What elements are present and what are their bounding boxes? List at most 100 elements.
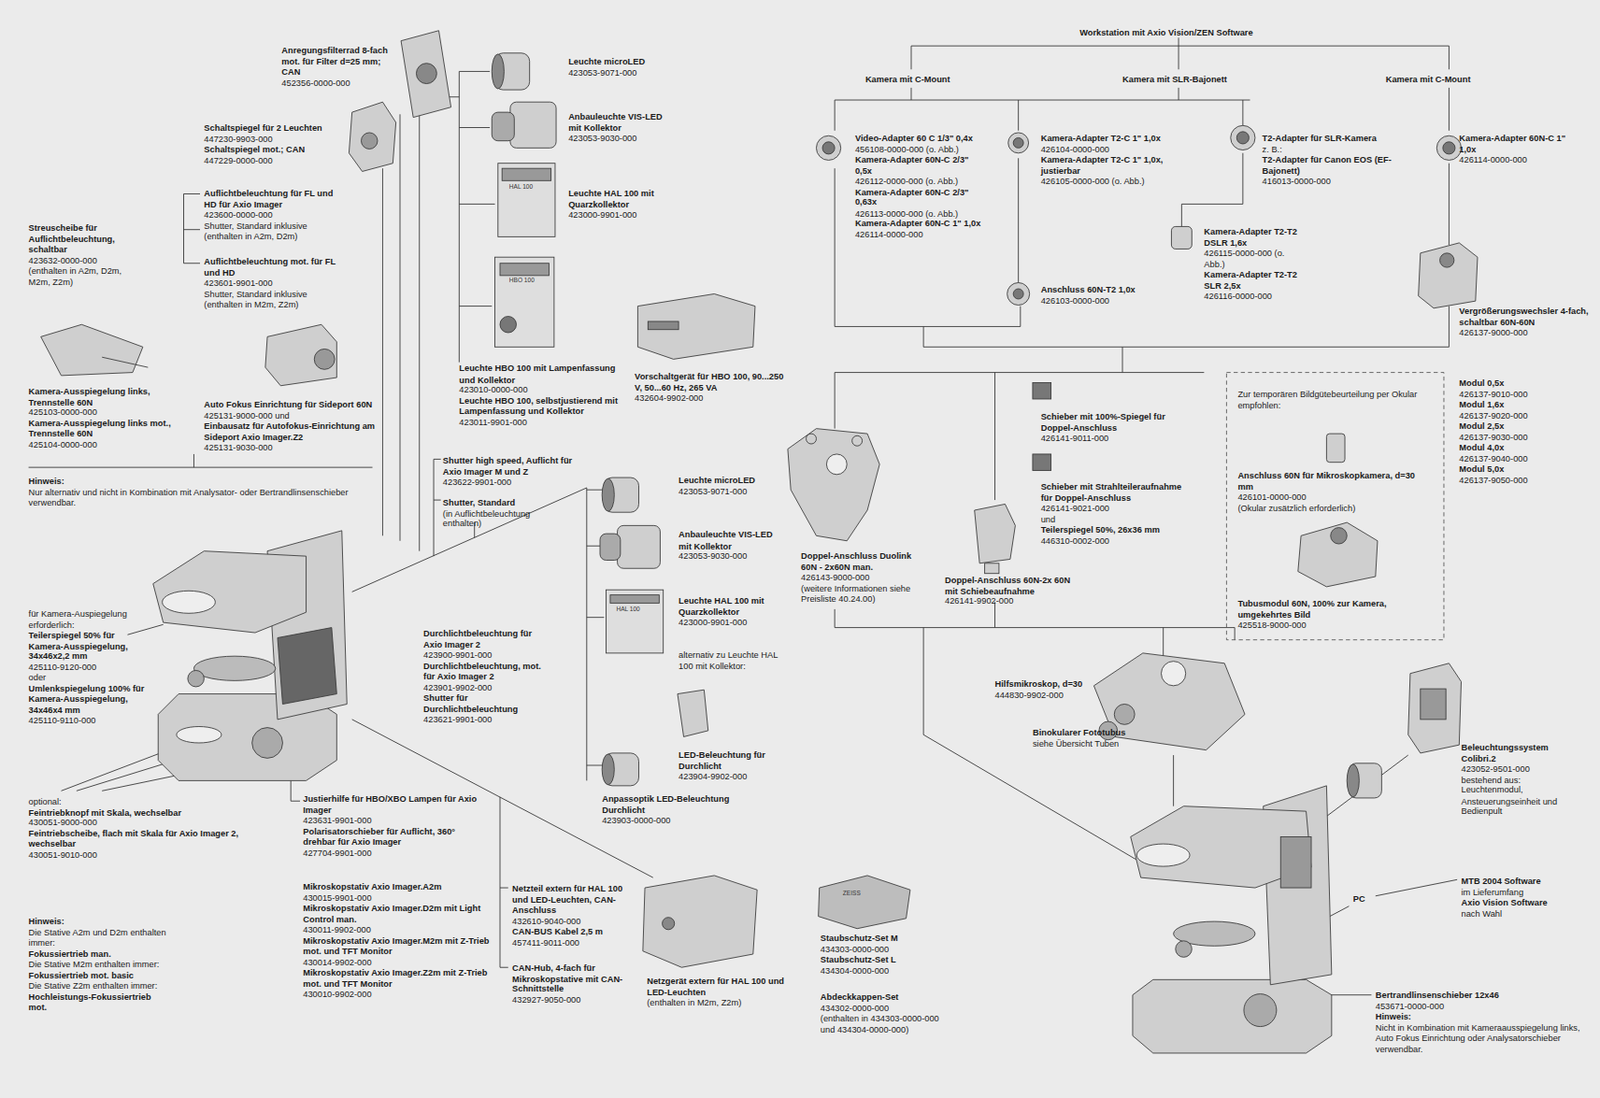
part-name: Schaltspiegel mot.; CAN: [203, 143, 331, 155]
part-number: (weitere Informationen siehe Preisliste …: [800, 583, 924, 605]
part-name: Kamera-Adapter 60N-C 2/3" 0,63x: [855, 185, 983, 208]
part-name: Kamera-Adapter T2-C 1" 1,0x, justierbar: [1041, 154, 1195, 176]
part-number: 425110-9120-000: [28, 661, 152, 672]
device-marking: HBO 100: [509, 277, 551, 286]
part-number: z. B.:: [1262, 142, 1406, 154]
text-group: Justierhilfe für HBO/XBO Lampen für Axio…: [302, 794, 482, 859]
part-name: Shutter high speed, Auflicht für Axio Im…: [442, 455, 586, 477]
part-name: Shutter für Durchlichtbeleuchtung: [423, 692, 551, 715]
part-number: 430015-9901-000: [302, 892, 492, 903]
part-name: Schieber mit Strahlteileraufnahme für Do…: [1041, 481, 1189, 503]
part-number: 432610-9040-000: [512, 915, 635, 927]
part-name: Binokularer Fototubus: [1032, 728, 1135, 739]
text-group: Kamera mit C-Mount: [865, 74, 988, 86]
part-name: Doppel-Anschluss Duolink 60N - 2x60N man…: [800, 551, 924, 573]
part-name: Hinweis:: [28, 916, 172, 928]
part-name: Modul 5,0x: [1458, 463, 1561, 474]
part-number: Die Stative Z2m enthalten immer:: [28, 980, 172, 991]
part-number: (Okular zusätzlich erforderlich): [1237, 502, 1431, 514]
text-group: Video-Adapter 60 C 1/3" 0,4x456108-0000-…: [855, 132, 983, 241]
text-group: Kamera mit C-Mount: [1385, 74, 1509, 86]
part-number: 423900-9901-000: [423, 650, 551, 661]
part-name: Leuchte HAL 100 mit Quarzkollektor: [568, 187, 671, 210]
text-group: für Kamera-Auspiegelung erforderlich:Tei…: [28, 608, 152, 727]
part-name: Anregungsfilterrad 8-fach mot. für Filte…: [281, 44, 394, 77]
part-number: 423000-9901-000: [568, 209, 671, 220]
part-number: 426105-0000-000 (o. Abb.): [1041, 175, 1195, 186]
text-group: Schieber mit 100%-Spiegel für Doppel-Ans…: [1041, 411, 1189, 443]
text-group: Zur temporären Bildgütebeurteilung per O…: [1237, 388, 1431, 411]
part-number: und: [1041, 514, 1189, 525]
part-name: Vergrößerungswechsler 4-fach, schaltbar …: [1458, 306, 1597, 329]
part-number: nach Wahl: [1461, 907, 1585, 918]
part-number: 423010-0000-000: [458, 385, 633, 396]
part-name: Schaltspiegel für 2 Leuchten: [203, 122, 331, 133]
part-name: Staubschutz-Set M: [820, 932, 954, 943]
part-name: Workstation mit Axio Vision/ZEN Software: [1079, 27, 1304, 38]
part-name: Hinweis:: [1375, 1011, 1590, 1022]
part-name: Justierhilfe für HBO/XBO Lampen für Axio…: [302, 794, 482, 816]
part-number: Zur temporären Bildgütebeurteilung per O…: [1237, 388, 1431, 411]
part-name: Kamera-Adapter T2-T2 DSLR 1,6x: [1203, 226, 1306, 248]
part-name: Leuchte HBO 100 mit Lampenfassung und Ko…: [458, 363, 633, 386]
part-number: für Kamera-Auspiegelung erforderlich:: [28, 608, 152, 630]
text-group: Vorschaltgerät für HBO 100, 90...250 V, …: [634, 371, 788, 403]
text-group: CAN-Hub, 4-fach für Mikroskopstative mit…: [512, 962, 635, 1006]
part-number: 423600-0000-000: [203, 209, 347, 220]
part-name: Fokussiertrieb mot. basic: [28, 970, 172, 981]
part-number: Nur alternativ und nicht in Kombination …: [28, 485, 376, 508]
text-group: Bertrandlinsenschieber 12x46453671-0000-…: [1375, 989, 1590, 1055]
part-name: Modul 0,5x: [1458, 377, 1561, 388]
device-marking: ZEISS: [842, 889, 885, 898]
text-group: Leuchte HBO 100 mit Lampenfassung und Ko…: [458, 363, 633, 429]
text-group: HAL 100: [615, 606, 658, 615]
part-name: Beleuchtungssystem Colibri.2: [1461, 742, 1580, 764]
text-group: Hinweis:Die Stative A2m und D2m enthalte…: [28, 916, 172, 1014]
part-number: 425518-9000-000: [1237, 619, 1431, 630]
part-name: T2-Adapter für SLR-Kamera: [1262, 132, 1406, 143]
part-number: 423621-9901-000: [423, 714, 551, 725]
part-number: 423631-9901-000: [302, 815, 482, 827]
device-marking: HAL 100: [615, 606, 658, 615]
dashed-group-box: Zur temporären Bildgütebeurteilung per O…: [1226, 372, 1444, 641]
part-number: 434304-0000-000: [820, 964, 954, 975]
part-number: 447230-9903-000: [203, 133, 331, 144]
part-name: Kamera mit SLR-Bajonett: [1122, 74, 1256, 86]
part-name: Vorschaltgerät für HBO 100, 90...250 V, …: [634, 371, 788, 393]
text-group: Anpassoptik LED-Beleuchtung Durchlicht42…: [601, 794, 735, 827]
part-number: 426143-9000-000: [800, 572, 924, 584]
part-number: 426137-9030-000: [1458, 430, 1561, 442]
text-group: Leuchte microLED423053-9071-000: [678, 474, 781, 497]
part-name: Kamera-Adapter T2-C 1" 1,0x: [1041, 132, 1195, 143]
part-number: 426114-0000-000: [855, 228, 983, 240]
part-name: Hochleistungs-Fokussiertrieb mot.: [28, 991, 172, 1014]
part-name: Anpassoptik LED-Beleuchtung Durchlicht: [601, 794, 735, 816]
part-number: 425131-9030-000: [203, 442, 378, 453]
part-number: Nicht in Kombination mit Kameraausspiege…: [1375, 1022, 1590, 1055]
text-group: PC: [1353, 894, 1385, 905]
part-number: 423011-9901-000: [458, 416, 633, 428]
part-number: 430011-9902-000: [302, 924, 492, 935]
part-number: 423901-9902-000: [423, 682, 551, 693]
part-name: Leuchte microLED: [568, 56, 671, 67]
part-number: 423053-9030-000: [678, 551, 781, 562]
part-number: 423000-9901-000: [678, 617, 781, 629]
text-group: Mikroskopstativ Axio Imager.A2m430015-99…: [302, 881, 492, 1000]
part-number: 426137-9040-000: [1458, 452, 1561, 463]
part-name: Feintriebscheibe, flach mit Skala für Ax…: [28, 828, 264, 850]
part-name: Kamera-Adapter 60N-C 2/3" 0,5x: [855, 154, 983, 176]
part-name: Mikroskopstativ Axio Imager.D2m mit Ligh…: [302, 902, 492, 925]
part-name: Polarisatorschieber für Auflicht, 360° d…: [302, 826, 482, 848]
text-group: optional:Feintriebknopf mit Skala, wechs…: [28, 796, 264, 861]
part-number: 423601-9901-000: [203, 277, 347, 288]
part-name: Einbausatz für Autofokus-Einrichtung am …: [203, 420, 378, 443]
part-number: 430014-9902-000: [302, 957, 492, 968]
part-name: Video-Adapter 60 C 1/3" 0,4x: [855, 132, 983, 143]
part-name: CAN-Hub, 4-fach für Mikroskopstative mit…: [512, 962, 635, 995]
text-group: Binokularer Fototubussiehe Übersicht Tub…: [1032, 728, 1135, 750]
part-name: Umlenkspiegelung 100% für Kamera-Ausspie…: [28, 683, 152, 715]
part-number: 423053-9071-000: [678, 485, 781, 496]
part-name: Kamera mit C-Mount: [865, 74, 988, 86]
part-number: (enthalten in 434303-0000-000 und 434304…: [820, 1013, 954, 1035]
